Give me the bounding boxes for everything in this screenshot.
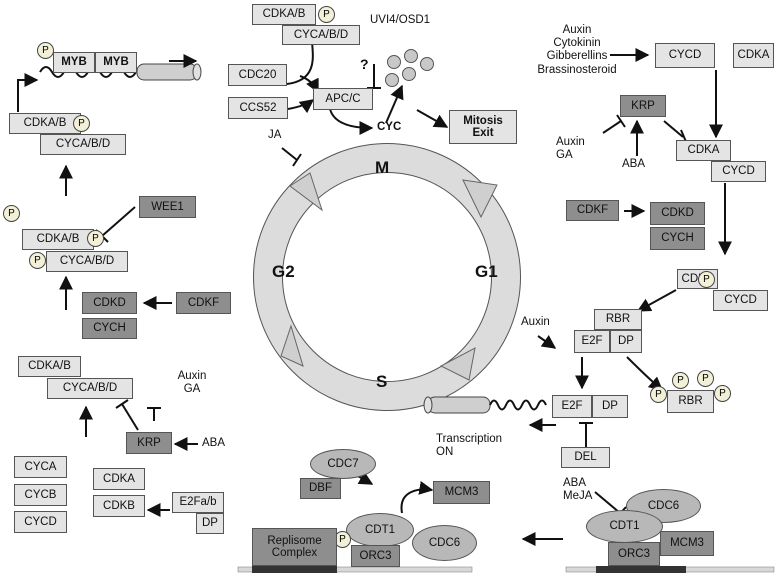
cdkd-box-right: CDKD [650, 202, 705, 225]
mcm3-box-center: MCM3 [433, 481, 490, 504]
cdka-box-g1: CDKA [676, 140, 731, 161]
cdka-b-box-s: CDKA/B [18, 356, 81, 377]
cdka-box-right: CDKA [733, 43, 774, 68]
krp-box-left: KRP [126, 432, 172, 454]
cdkf-box-left: CDKF [176, 292, 231, 314]
cdc6-oval-center: CDC6 [412, 525, 477, 561]
cych-box-left: CYCH [82, 318, 137, 339]
auxin-ga-label-right: Auxin GA [556, 136, 585, 162]
phospho-cyca: P [29, 252, 46, 269]
cych-box-right: CYCH [650, 227, 705, 250]
phospho-cdka-active: P [698, 271, 715, 288]
free-cyclins [385, 49, 434, 87]
cycd-box-right: CYCD [655, 43, 715, 68]
aba-label-right: ABA [622, 158, 646, 170]
cyca-b-d-box-inactive: CYCA/B/D [46, 251, 128, 272]
cdkb-box: CDKB [93, 495, 145, 517]
transcription-on-label: Transcription ON [436, 433, 503, 459]
mcm3-box-right: MCM3 [660, 531, 714, 556]
cyca-b-d-box-g2m: CYCA/B/D [40, 134, 126, 155]
apc-c-box: APC/C [313, 88, 373, 110]
phospho-rbr-1: P [650, 386, 667, 403]
cdt1-oval-center: CDT1 [346, 513, 414, 547]
cyc-label: CYC [377, 121, 402, 133]
cdka-b-box-g2m: CDKA/B [9, 113, 81, 134]
hormones-label: Auxin Cytokinin Gibberellins Brassinoste… [537, 24, 617, 76]
dna-strands [237, 566, 775, 573]
orc3-box-right: ORC3 [608, 542, 660, 566]
aba-label-left: ABA [202, 437, 226, 449]
aba-meja-label: ABA MeJA [563, 477, 593, 503]
phospho-cdka-2: P [87, 230, 104, 247]
ccs52-box: CCS52 [228, 97, 288, 119]
myb-box-1: MYB [53, 52, 95, 73]
dp-box-bound: DP [610, 330, 642, 353]
auxin-ga-label-left: Auxin GA [177, 370, 207, 396]
cdkf-box-right: CDKF [566, 200, 619, 221]
phospho-cdka-g2m: P [73, 115, 90, 132]
phospho-cdka-1: P [3, 205, 20, 222]
mitosis-exit-box: Mitosis Exit [449, 110, 517, 144]
cdkd-box-left: CDKD [82, 292, 137, 314]
phase-s-label: S [376, 372, 388, 391]
dbf-box: DBF [300, 478, 341, 499]
cdt1-oval-right: CDT1 [586, 510, 663, 543]
cell-cycle-ring [253, 143, 521, 411]
replisome-complex-box: Replisome Complex [252, 528, 337, 566]
phospho-rbr-4: P [714, 385, 731, 402]
cycd-box-g1: CYCD [711, 161, 766, 182]
dp-box-free: DP [592, 395, 628, 418]
e2fa-b-box: E2Fa/b [172, 492, 224, 513]
cycd-box: CYCD [14, 511, 67, 533]
rbr-box-bound: RBR [594, 309, 642, 330]
orc3-box-center: ORC3 [351, 545, 400, 567]
e2f-gene [423, 396, 547, 414]
krp-box-right: KRP [620, 95, 666, 117]
wee1-box: WEE1 [139, 196, 196, 218]
phase-g2-label: G2 [272, 262, 295, 281]
phospho-rbr-3: P [697, 370, 714, 387]
phospho-rbr-2: P [672, 372, 689, 389]
cyca-box: CYCA [14, 456, 67, 478]
del-box: DEL [561, 447, 610, 468]
uvi4-osd1-label: UVI4/OSD1 [370, 14, 431, 26]
auxin-label-rbr: Auxin [521, 316, 550, 328]
cycb-box: CYCB [14, 484, 67, 506]
dp-box-left: DP [196, 513, 224, 534]
cdc20-box: CDC20 [228, 64, 287, 86]
e2f-box-free: E2F [552, 395, 592, 418]
cdc7-oval: CDC7 [310, 449, 376, 479]
cyca-b-d-box-top: CYCA/B/D [282, 25, 360, 45]
cdc6-oval-right: CDC6 [626, 489, 701, 523]
ja-label: JA [268, 129, 282, 141]
question-mark: ? [360, 56, 369, 72]
rbr-box-free: RBR [667, 390, 714, 413]
phase-g1-label: G1 [475, 262, 498, 281]
e2f-box-bound: E2F [574, 330, 610, 353]
cdka-b-box-inactive: CDKA/B [22, 229, 94, 250]
myb-box-2: MYB [95, 52, 137, 73]
cdka-b-box-top: CDKA/B [252, 4, 316, 25]
phase-m-label: M [375, 158, 390, 177]
phospho-myb: P [37, 42, 54, 59]
cdka-box-left: CDKA [93, 468, 145, 490]
phospho-cdka-top: P [318, 6, 335, 23]
cycd-box-active: CYCD [713, 290, 768, 311]
cyca-b-d-box-s: CYCA/B/D [47, 378, 133, 399]
